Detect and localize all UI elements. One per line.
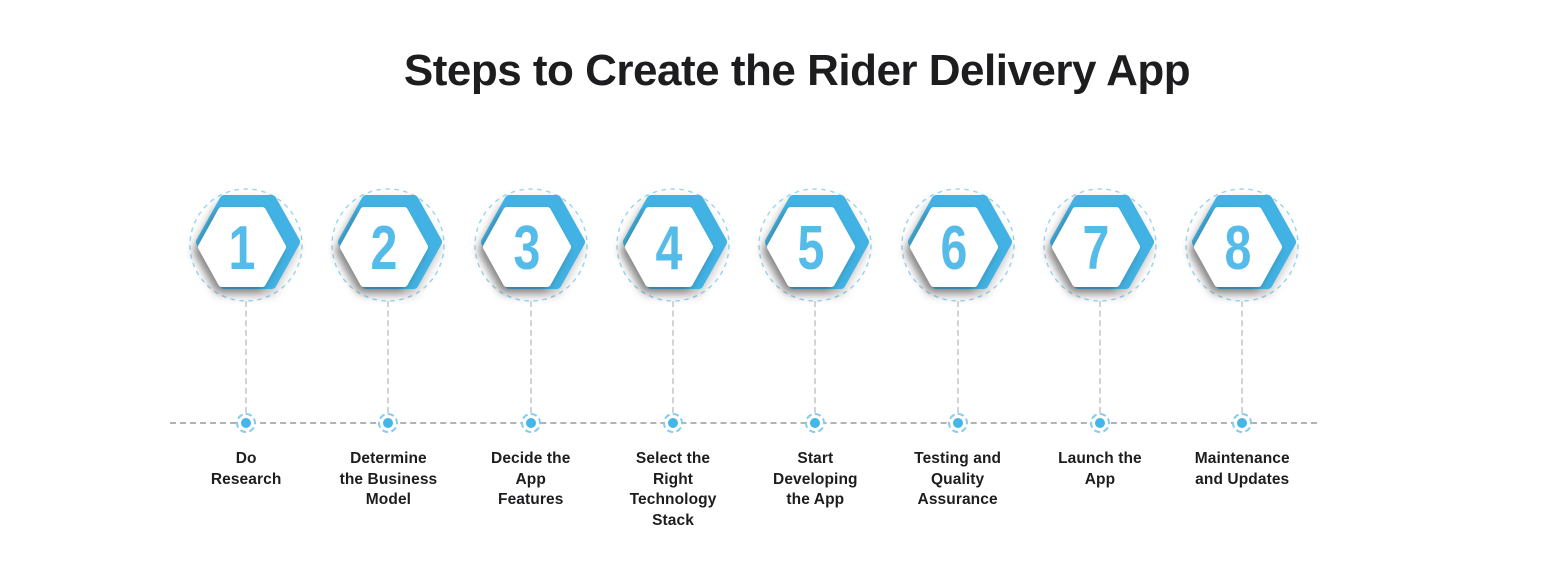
connector-line — [1241, 301, 1244, 413]
hexagon-inner-icon — [625, 207, 714, 287]
step-label: Maintenance and Updates — [1194, 450, 1290, 488]
step-number: 6 — [940, 213, 967, 282]
dashed-ring-icon — [331, 188, 446, 302]
step-7: 7 Launch the App — [1029, 186, 1171, 531]
hexagon-inner-icon — [340, 207, 429, 287]
dot-core — [952, 418, 963, 428]
step-number: 7 — [1082, 213, 1109, 282]
hexagon-badge-icon: 4 — [616, 188, 730, 302]
step-number: 1 — [229, 213, 256, 282]
connector-line — [814, 301, 817, 413]
hexagon-badge-icon: 2 — [331, 188, 446, 302]
step-number: 5 — [798, 213, 825, 282]
timeline-dot — [236, 413, 257, 433]
dashed-ring-icon — [758, 188, 873, 302]
dashed-ring-icon — [1043, 188, 1157, 302]
dot-core — [383, 418, 394, 428]
step-6: 6 Testing and Quality Assurance — [886, 186, 1028, 531]
hexagon-inner-icon — [1194, 207, 1283, 287]
hexagon-inner-icon — [198, 207, 287, 287]
hexagon-inner-icon — [909, 207, 998, 287]
hexagon-inner-icon — [482, 207, 571, 287]
step-8: 8 Maintenance and Updates — [1171, 186, 1313, 531]
dashed-ring-icon — [900, 188, 1015, 302]
hexagon-badge-icon: 3 — [474, 188, 588, 302]
dashed-ring-icon — [616, 188, 730, 302]
dot-core — [810, 418, 821, 428]
timeline-dot — [520, 413, 541, 433]
hexagon-badge-icon: 8 — [1185, 188, 1299, 302]
step-number: 2 — [371, 213, 398, 282]
step-5: 5 Start Developing the App — [744, 186, 886, 531]
page-title: Steps to Create the Rider Delivery App — [403, 46, 1191, 95]
hexagon-inner-icon — [1051, 207, 1140, 287]
timeline-dot — [805, 413, 826, 433]
hexagon-badge-icon: 1 — [189, 188, 303, 302]
dashed-ring-icon — [189, 188, 303, 302]
hexagon-inner-icon — [767, 207, 856, 287]
dot-core — [668, 418, 679, 428]
step-label: Select the Right Technology Stack — [629, 450, 717, 529]
steps-row: 1 Do Research 2 Determine the Business M… — [175, 186, 1313, 531]
connector-line — [245, 301, 248, 413]
timeline-dot — [378, 413, 399, 433]
step-label: Launch the App — [1058, 450, 1142, 488]
connector-line — [672, 301, 675, 413]
timeline-dot — [663, 413, 684, 433]
hexagon-badge-icon: 7 — [1043, 188, 1157, 302]
step-label: Do Research — [210, 450, 282, 488]
connector-line — [956, 301, 959, 413]
step-label: Determine the Business Model — [339, 450, 438, 508]
dot-core — [525, 418, 536, 428]
hexagon-badge-icon: 5 — [758, 188, 873, 302]
timeline-dot — [1232, 413, 1253, 433]
hexagon-badge-icon: 6 — [900, 188, 1015, 302]
step-label: Start Developing the App — [773, 450, 858, 508]
step-3: 3 Decide the App Features — [460, 186, 602, 531]
connector-line — [387, 301, 390, 413]
connector-line — [1098, 301, 1101, 413]
step-number: 3 — [513, 213, 540, 282]
dot-core — [241, 418, 252, 428]
dot-core — [1237, 418, 1248, 428]
timeline-dashed-line — [170, 422, 1317, 424]
dashed-ring-icon — [1185, 188, 1299, 302]
step-label: Decide the App Features — [491, 450, 571, 508]
step-label: Testing and Quality Assurance — [914, 450, 1002, 508]
step-number: 4 — [656, 213, 683, 282]
step-4: 4 Select the Right Technology Stack — [602, 186, 744, 531]
dot-core — [1094, 418, 1105, 428]
connector-line — [529, 301, 532, 413]
step-1: 1 Do Research — [175, 186, 317, 531]
step-2: 2 Determine the Business Model — [317, 186, 459, 531]
timeline-dot — [947, 413, 968, 433]
dashed-ring-icon — [474, 188, 588, 302]
step-number: 8 — [1225, 213, 1252, 282]
timeline-dot — [1089, 413, 1110, 433]
